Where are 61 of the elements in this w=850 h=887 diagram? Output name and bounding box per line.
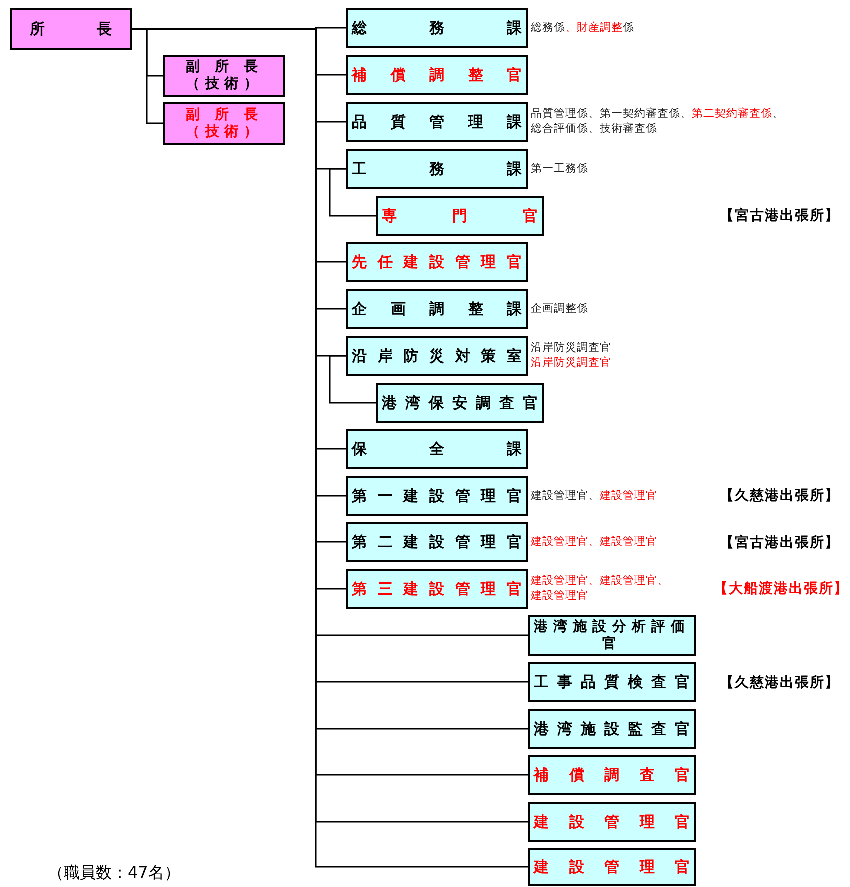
staff-count-note: （職員数：47名） [48,862,180,884]
sub-unit-note: 建設管理官、建設管理官 [531,534,658,550]
org-unit-box [346,476,528,516]
unit-name: 港湾施設監査官 [534,720,690,738]
unit-name: 沿岸防災対策室 [352,347,522,365]
unit-name: 建設管理官 [534,813,690,831]
org-unit-box [346,289,528,329]
branch-office-label: 【大船渡港出張所】 [714,580,849,598]
unit-name: 総務課 [352,19,522,37]
connector-line [329,355,376,404]
sub-unit-note: 第一工務係 [531,162,588,176]
org-unit-box [163,55,285,97]
org-unit-box [528,709,696,749]
unit-name: 補償調査官 [534,766,690,784]
unit-name: 副所長（技術） [186,106,262,140]
unit-name: 品質管理課 [352,113,522,131]
branch-office-label: 【宮古港出張所】 [720,207,840,225]
unit-name: 先任建設管理官 [352,253,522,271]
org-unit-box [346,569,528,609]
org-unit-box [528,615,696,656]
org-unit-box [346,429,528,469]
org-unit-box [376,196,544,236]
org-unit-box [346,55,528,95]
sub-unit-note: 沿岸防災調査官 [531,356,612,371]
org-unit-box [10,8,132,50]
sub-unit-note: 総務係、財産調整係 [531,20,634,36]
unit-name: 第一建設管理官 [352,487,522,505]
unit-name: 工事品質検査官 [534,673,690,691]
org-unit-box [346,8,528,48]
sub-unit-note: 沿岸防災調査官 [531,341,612,356]
unit-name: 企画調整課 [352,300,522,318]
org-unit-box [346,522,528,562]
sub-unit-note: 建設管理官、建設管理官 [531,488,658,504]
unit-name: 専門官 [382,207,538,225]
unit-name: 所長 [28,20,113,38]
unit-name: 工務課 [352,160,522,178]
branch-office-label: 【宮古港出張所】 [720,534,840,552]
org-unit-box [376,383,544,423]
sub-unit-note: 建設管理官、建設管理官、建設管理官 [531,574,670,604]
unit-name: 副所長（技術） [186,59,262,93]
unit-name: 建設管理官 [534,858,690,876]
unit-name: 補償調整官 [352,66,522,84]
unit-name: 第二建設管理官 [352,533,522,551]
unit-name: 港湾保安調査官 [382,394,538,412]
org-unit-box [528,755,696,795]
branch-office-label: 【久慈港出張所】 [720,487,840,505]
unit-name: 第三建設管理官 [352,580,522,598]
unit-name: 保全課 [352,440,522,458]
sub-unit-note: 品質管理係、第一契約審査係、第二契約審査係、総合評価係、技術審査係 [531,107,785,137]
org-unit-box [528,662,696,702]
connector-line [329,168,376,217]
org-unit-box [346,336,528,376]
unit-name: 港湾施設分析評価官 [534,618,690,652]
org-unit-box [346,242,528,282]
branch-office-label: 【久慈港出張所】 [720,674,840,692]
org-unit-box [346,149,528,189]
org-unit-box [163,102,285,145]
sub-unit-note: 企画調整係 [531,302,588,316]
org-unit-box [346,102,528,142]
org-unit-box [528,802,696,842]
org-unit-box [528,848,696,886]
